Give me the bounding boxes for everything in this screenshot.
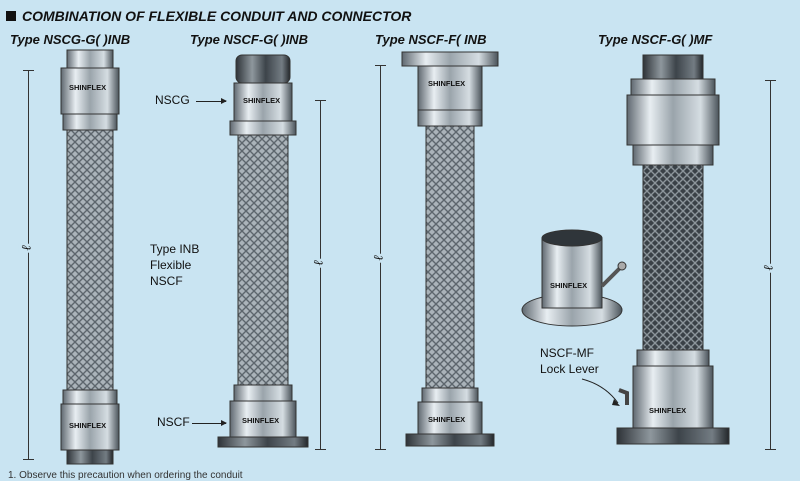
callout-nscf: NSCF — [157, 415, 190, 429]
brand-label-5: SHINFLEX — [428, 79, 465, 88]
conduit-nscf-g-inb-image: SHINFLEX SHINFLEX — [217, 54, 309, 448]
length-symbol-3: ℓ — [370, 253, 387, 263]
brand-label-3: SHINFLEX — [243, 96, 280, 105]
length-dimension-line-1 — [23, 70, 34, 460]
type-label-nscf-g-inb: Type NSCF-G( )INB — [190, 32, 308, 47]
conduit-nscg-g-inb-image: SHINFLEX SHINFLEX — [60, 49, 120, 465]
type-label-nscg-g-inb: Type NSCG-G( )INB — [10, 32, 131, 47]
callout-mf-line2: Lock Lever — [540, 362, 599, 376]
callout-inb-line1: Type INB — [150, 242, 200, 256]
section-title-text: COMBINATION OF FLEXIBLE CONDUIT AND CONN… — [22, 8, 412, 24]
arrow-nscg — [196, 98, 227, 104]
callout-inb: Type INB Flexible NSCF — [150, 241, 199, 289]
arrow-lock-lever — [581, 378, 620, 406]
brand-label-1: SHINFLEX — [69, 83, 106, 92]
brand-label-2: SHINFLEX — [69, 421, 106, 430]
type-label-nscf-f-inb: Type NSCF-F( INB — [375, 32, 487, 47]
footnote: 1. Observe this precaution when ordering… — [8, 470, 243, 481]
type-label-nscf-g-mf: Type NSCF-G( )MF — [598, 32, 713, 47]
length-symbol-1: ℓ — [18, 243, 35, 253]
callout-inb-line3: NSCF — [150, 274, 183, 288]
brand-label-4: SHINFLEX — [242, 416, 279, 425]
brand-label-8: SHINFLEX — [649, 406, 686, 415]
square-bullet-icon — [6, 11, 16, 21]
length-symbol-2: ℓ — [310, 258, 327, 268]
conduit-nscf-g-mf-image: SHINFLEX — [616, 54, 730, 445]
callout-nscg: NSCG — [155, 93, 190, 107]
length-symbol-4: ℓ — [760, 263, 777, 273]
section-title: COMBINATION OF FLEXIBLE CONDUIT AND CONN… — [6, 8, 411, 24]
conduit-nscf-f-inb-image: SHINFLEX SHINFLEX — [401, 51, 499, 447]
brand-label-6: SHINFLEX — [428, 415, 465, 424]
brand-label-7: SHINFLEX — [550, 281, 587, 290]
length-dimension-line-2 — [315, 100, 326, 450]
callout-inb-line2: Flexible — [150, 258, 192, 272]
callout-mf-line1: NSCF-MF — [540, 346, 594, 360]
connector-nscf-mf-detail-image: SHINFLEX — [521, 229, 627, 327]
arrow-nscf — [192, 420, 227, 426]
callout-mf: NSCF-MF Lock Lever — [540, 345, 599, 377]
